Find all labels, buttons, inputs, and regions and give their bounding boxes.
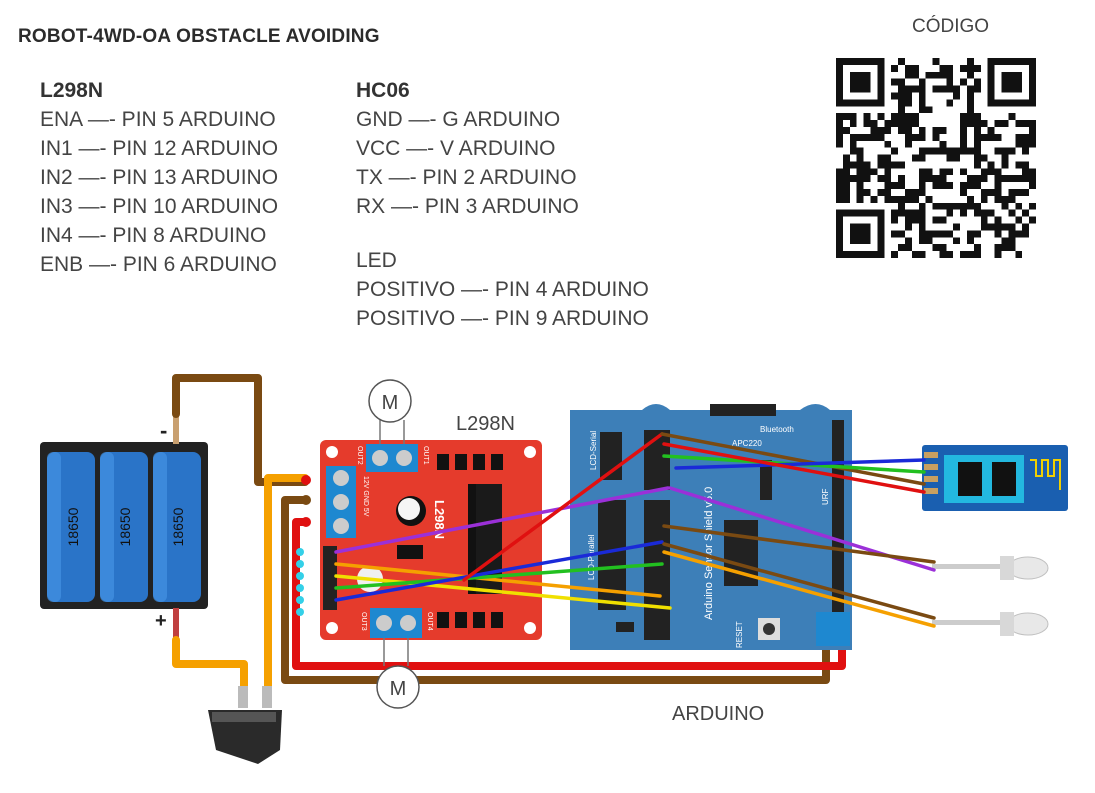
hc06-pin-list: HC06 GND —- G ARDUINO VCC —- V ARDUINO T… [356,76,579,221]
battery-positive-lead [173,608,179,638]
arduino-label: ARDUINO [672,703,764,725]
red-wire-enb [462,432,664,582]
rocker-switch [208,686,282,764]
shield-reset-label: RESET [735,621,744,648]
l298n-pin-list: L298N ENA —- PIN 5 ARDUINO IN1 —- PIN 12… [40,76,278,279]
driver-header-pins [296,548,304,616]
brown-wire-led2-gnd [662,542,936,620]
led-header: LED [356,249,397,272]
motor-symbol: M [382,392,399,414]
battery-negative-lead [173,414,179,444]
green-wire-in3 [334,562,664,590]
l298n-driver-board: L298N OUT1 OUT2 OUT3 OUT4 12V GND 5V [320,440,542,640]
led-1 [932,556,1049,580]
hc06-line: TX —- PIN 2 ARDUINO [356,166,577,189]
battery-minus-label: - [160,418,167,443]
led-line: POSITIVO —- PIN 9 ARDUINO [356,307,649,330]
brown-wire-bt-gnd [660,432,926,486]
power-wires [172,374,846,694]
shield-label: Arduino Sensor Shield v5.0 [703,487,715,620]
led-line: POSITIVO —- PIN 4 ARDUINO [356,278,649,301]
l298n-line: IN1 —- PIN 12 ARDUINO [40,137,279,160]
shield-lcd-serial-label: LCD-Serial [589,431,598,470]
battery-cell: 18650 [153,452,201,602]
l298n-line: ENB —- PIN 6 ARDUINO [40,253,277,276]
hc06-line: GND —- G ARDUINO [356,108,561,131]
motor-symbol: M [390,678,407,700]
orange-wire-in1 [334,562,662,598]
battery-cell-label: 18650 [117,507,133,546]
hc06-line: VCC —- V ARDUINO [356,137,556,160]
orange-wire-battery-positive [172,636,248,694]
led-pin-list: LED POSITIVO —- PIN 4 ARDUINO POSITIVO —… [356,246,649,333]
red-wire-5v [292,518,846,670]
driver-power-label: 12V GND 5V [362,476,369,517]
shield-apc-label: APC220 [732,439,762,448]
led-2 [932,612,1049,636]
l298n-line: IN3 —- PIN 10 ARDUINO [40,195,279,218]
page-title: ROBOT-4WD-OA OBSTACLE AVOIDING [18,26,380,47]
red-wire-bt-rx [662,442,926,494]
terminal-dot [301,475,311,485]
signal-wires [334,432,936,628]
blue-wire-bt-tx [674,458,926,470]
battery-pack: 18650 18650 18650 - + [40,414,208,638]
yellow-wire-in2 [334,574,672,610]
driver-out1-label: OUT1 [422,446,429,465]
battery-cell-label: 18650 [65,507,81,546]
terminal-dot [301,495,311,505]
shield-lcd-parallel-label: LCD-Parallel [587,534,596,580]
terminal-dot [301,517,311,527]
driver-label: L298N [456,413,515,435]
shield-urf-label: URF [821,488,830,505]
battery-plus-label: + [155,610,167,632]
hc06-header: HC06 [356,79,410,102]
battery-cell: 18650 [100,452,148,602]
hc06-line: RX —- PIN 3 ARDUINO [356,195,579,218]
shield-bluetooth-label: Bluetooth [760,425,794,434]
driver-out2-label: OUT2 [356,446,363,465]
motor-top: M [368,379,412,444]
qr-code-image [836,58,1036,258]
l298n-line: IN2 —- PIN 13 ARDUINO [40,166,279,189]
hc06-bluetooth-module [922,445,1068,511]
driver-board-text: L298N [432,500,447,539]
purple-wire-ena [334,486,670,554]
l298n-line: IN4 —- PIN 8 ARDUINO [40,224,267,247]
driver-out4-label: OUT4 [426,612,433,631]
driver-out3-label: OUT3 [360,612,367,631]
motor-bottom: M [376,638,420,709]
orange-wire-led2 [662,550,936,628]
brown-wire-led1-gnd [662,524,936,564]
arduino-sensor-shield: Bluetooth APC220 LCD-Serial LCD-Parallel… [570,404,852,650]
blue-wire-in4 [334,540,664,602]
qr-code-label: CÓDIGO [912,16,990,37]
battery-cell: 18650 [47,452,95,602]
l298n-line: ENA —- PIN 5 ARDUINO [40,108,276,131]
l298n-header: L298N [40,79,104,102]
battery-cell-label: 18650 [170,507,186,546]
orange-wire-switch [264,474,309,694]
